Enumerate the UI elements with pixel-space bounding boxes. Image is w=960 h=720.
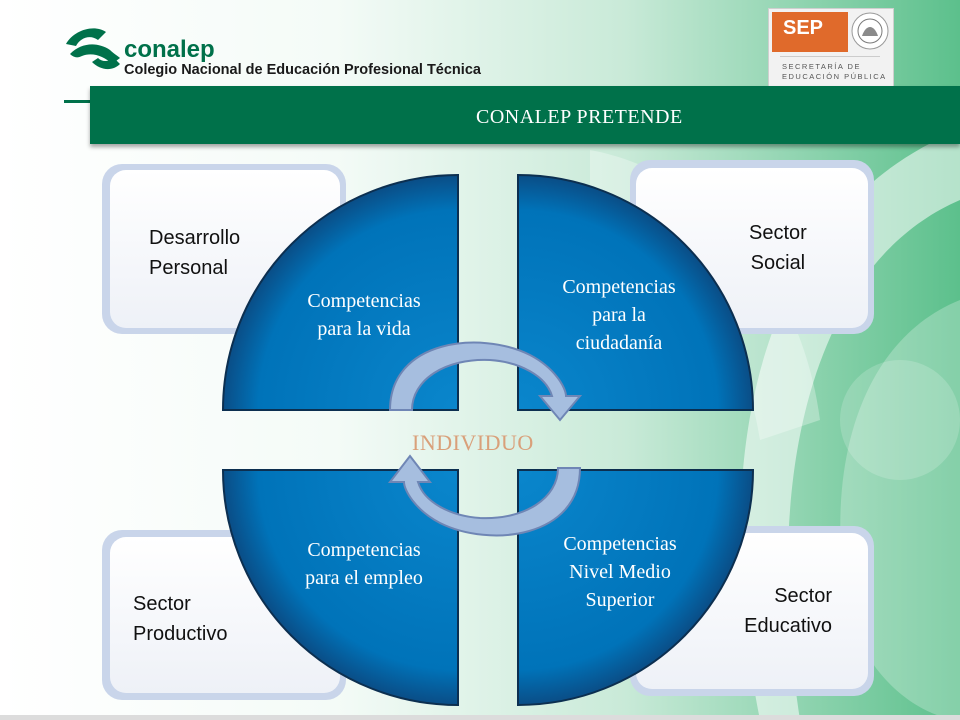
brand-name: conalep [124,36,215,63]
quadrant-label-bottom-right: Competencias Nivel Medio Superior [563,533,677,611]
box-label-bottom-left: Sector Productivo [133,593,228,645]
quadrant-top-right [517,173,755,411]
quadrant-label-top-right: Competencias para la ciudadanía [562,276,676,354]
sep-logo-text: SEP [783,17,824,39]
brand-subtitle: Colegio Nacional de Educación Profesiona… [124,62,481,78]
sep-logo [772,12,848,52]
quadrant-label-top-left: Competencias para la vida [307,290,421,340]
sep-line2: EDUCACIÓN PÚBLICA [782,72,887,81]
quadrant-bottom-right [517,469,755,707]
box-label-top-left: Desarrollo Personal [149,227,241,279]
box-label-top-right: Sector Social [749,222,807,274]
quadrant-label-bottom-left: Competencias para el empleo [305,539,423,589]
quadrant-top-left [221,173,459,411]
page-title: CONALEP PRETENDE [476,106,683,128]
box-label-bottom-right: Sector Educativo [744,585,832,637]
cycle-arrow-icon [387,341,583,537]
sep-line1: SECRETARÍA DE [782,62,861,71]
center-label: INDIVIDUO [412,430,534,455]
title-bar [90,86,960,144]
quadrant-bottom-left [221,469,459,707]
